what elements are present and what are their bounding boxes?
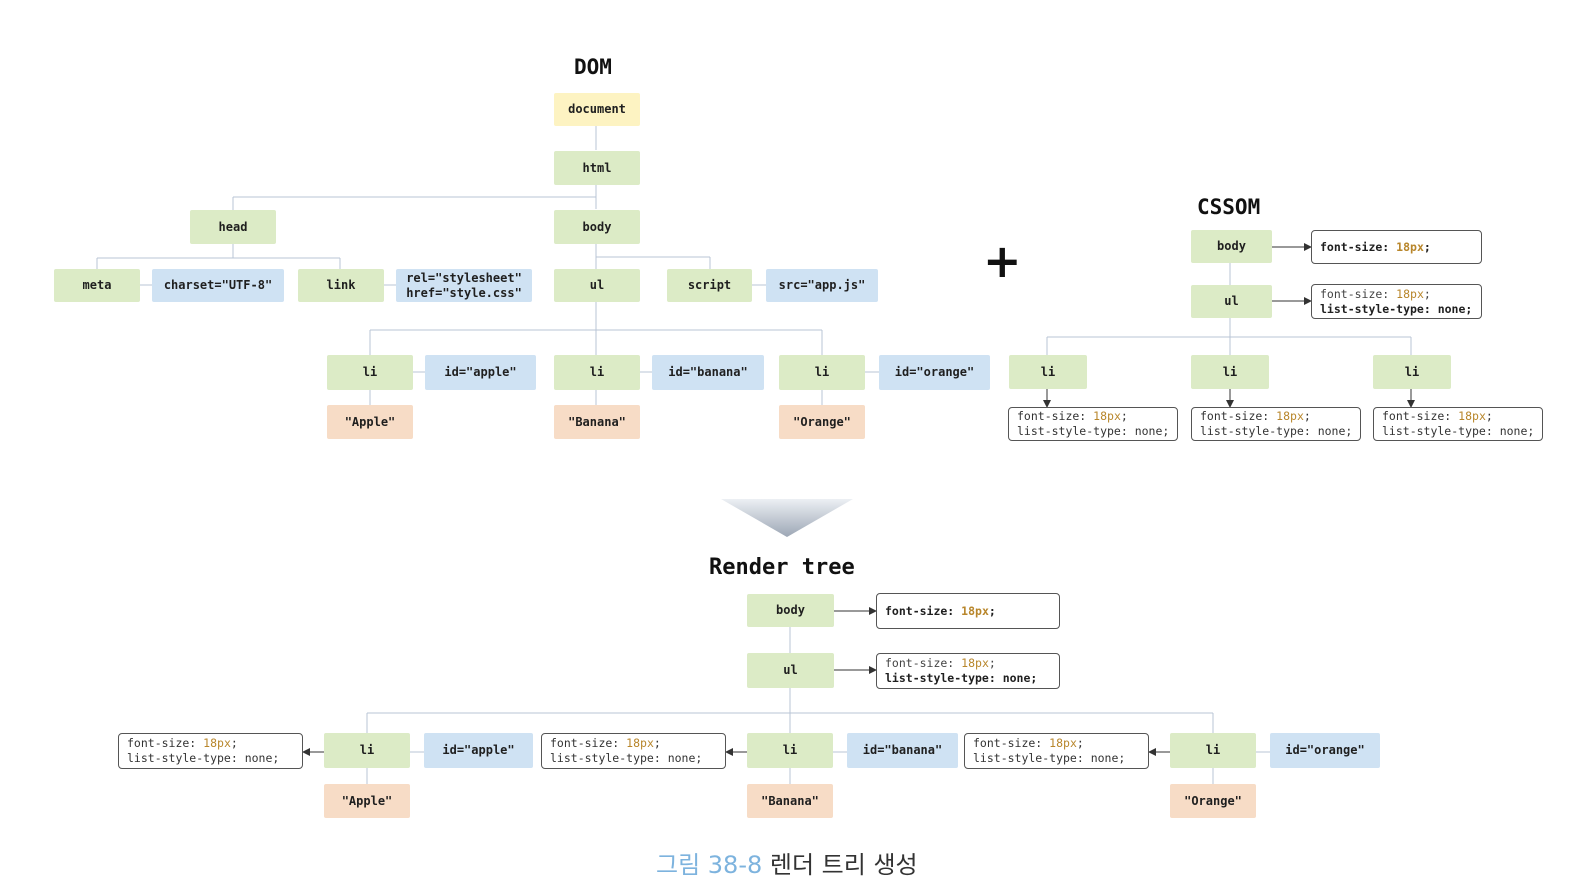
style-value: 18px bbox=[1276, 409, 1304, 423]
style-end: ; bbox=[653, 736, 661, 750]
dom-text-banana: "Banana" bbox=[554, 405, 640, 439]
dom-text-apple: "Apple" bbox=[327, 405, 413, 439]
cssom-style-li-3: font-size: 18px; list-style-type: none; bbox=[1373, 407, 1543, 441]
style-prop: font-size: bbox=[885, 656, 962, 670]
rt-node-ul: ul bbox=[747, 653, 834, 688]
dom-node-li-1: li bbox=[327, 355, 413, 390]
style-prop: font-size: bbox=[1017, 409, 1094, 423]
dom-node-script: script bbox=[667, 269, 752, 302]
dom-node-body: body bbox=[554, 210, 640, 244]
dom-node-head: head bbox=[190, 210, 276, 244]
style-end: ; bbox=[1423, 239, 1431, 254]
style-prop: font-size: bbox=[1320, 286, 1397, 301]
style-prop: font-size: bbox=[550, 736, 627, 750]
style-line-2: list-style-type: none; bbox=[127, 751, 280, 765]
style-line-2: list-style-type: none; bbox=[973, 751, 1126, 765]
rt-text-orange: "Orange" bbox=[1170, 784, 1256, 818]
dom-attr-link: rel="stylesheet" href="style.css" bbox=[396, 269, 532, 302]
style-prop: font-size: bbox=[127, 736, 204, 750]
style-line-2: list-style-type: none; bbox=[1320, 301, 1473, 316]
rt-style-li-3: font-size: 18px; list-style-type: none; bbox=[964, 733, 1149, 769]
dom-node-link: link bbox=[298, 269, 384, 302]
style-end: ; bbox=[1120, 409, 1128, 423]
cssom-node-li-2: li bbox=[1191, 355, 1269, 389]
rt-style-li-2: font-size: 18px; list-style-type: none; bbox=[541, 733, 726, 769]
style-line-2: list-style-type: none; bbox=[550, 751, 703, 765]
style-prop: font-size: bbox=[1200, 409, 1277, 423]
style-end: ; bbox=[1423, 286, 1431, 301]
dom-title: DOM bbox=[574, 55, 612, 79]
dom-attr-li-3: id="orange" bbox=[879, 355, 990, 390]
dom-node-ul: ul bbox=[554, 269, 640, 302]
style-prop: font-size: bbox=[885, 603, 962, 618]
style-end: ; bbox=[1485, 409, 1493, 423]
style-prop: font-size: bbox=[1320, 239, 1397, 254]
style-end: ; bbox=[1076, 736, 1084, 750]
style-end: ; bbox=[988, 656, 996, 670]
style-line-2: list-style-type: none; bbox=[1200, 424, 1353, 438]
style-value: 18px bbox=[1049, 736, 1077, 750]
rt-node-body: body bbox=[747, 594, 834, 627]
rt-node-li-1: li bbox=[324, 733, 410, 768]
figure-caption-text: 렌더 트리 생성 bbox=[762, 851, 918, 879]
render-tree-title: Render tree bbox=[709, 555, 855, 580]
rt-node-li-3: li bbox=[1170, 733, 1256, 768]
dom-node-li-2: li bbox=[554, 355, 640, 390]
style-value: 18px bbox=[626, 736, 654, 750]
style-end: ; bbox=[230, 736, 238, 750]
cssom-style-li-2: font-size: 18px; list-style-type: none; bbox=[1191, 407, 1361, 441]
plus-sign: + bbox=[983, 234, 1022, 288]
style-end: ; bbox=[988, 603, 996, 618]
dom-attr-li-1: id="apple" bbox=[425, 355, 536, 390]
style-value: 18px bbox=[1396, 239, 1424, 254]
dom-node-document: document bbox=[554, 93, 640, 126]
cssom-title: CSSOM bbox=[1197, 195, 1261, 219]
style-value: 18px bbox=[961, 603, 989, 618]
rt-style-li-1: font-size: 18px; list-style-type: none; bbox=[118, 733, 303, 769]
style-value: 18px bbox=[1396, 286, 1424, 301]
rt-attr-li-3: id="orange" bbox=[1270, 733, 1380, 768]
figure-number: 그림 38-8 bbox=[656, 851, 763, 879]
style-value: 18px bbox=[1458, 409, 1486, 423]
dom-attr-charset: charset="UTF-8" bbox=[152, 269, 284, 302]
style-value: 18px bbox=[1093, 409, 1121, 423]
cssom-node-li-3: li bbox=[1373, 355, 1451, 389]
style-prop: font-size: bbox=[1382, 409, 1459, 423]
dom-text-orange: "Orange" bbox=[779, 405, 865, 439]
style-value: 18px bbox=[961, 656, 989, 670]
rt-style-body: font-size: 18px; bbox=[876, 593, 1060, 629]
style-prop: font-size: bbox=[973, 736, 1050, 750]
style-value: 18px bbox=[203, 736, 231, 750]
figure-caption: 그림 38-8 렌더 트리 생성 bbox=[656, 845, 918, 880]
cssom-node-li-1: li bbox=[1009, 355, 1087, 389]
cssom-style-li-1: font-size: 18px; list-style-type: none; bbox=[1008, 407, 1178, 441]
dom-attr-li-2: id="banana" bbox=[652, 355, 764, 390]
down-arrow-shape bbox=[721, 499, 853, 537]
dom-node-meta: meta bbox=[54, 269, 140, 302]
rt-text-banana: "Banana" bbox=[747, 784, 833, 818]
cssom-style-body: font-size: 18px; bbox=[1311, 230, 1482, 264]
rt-node-li-2: li bbox=[747, 733, 833, 768]
style-line-2: list-style-type: none; bbox=[1382, 424, 1535, 438]
dom-node-html: html bbox=[554, 151, 640, 185]
style-line-2: list-style-type: none; bbox=[885, 671, 1038, 685]
rt-attr-li-2: id="banana" bbox=[847, 733, 958, 768]
style-line-2: list-style-type: none; bbox=[1017, 424, 1170, 438]
cssom-node-body: body bbox=[1191, 230, 1272, 263]
cssom-style-ul: font-size: 18px; list-style-type: none; bbox=[1311, 284, 1482, 319]
dom-attr-script: src="app.js" bbox=[766, 269, 878, 302]
rt-style-ul: font-size: 18px; list-style-type: none; bbox=[876, 653, 1060, 689]
rt-text-apple: "Apple" bbox=[324, 784, 410, 818]
dom-node-li-3: li bbox=[779, 355, 865, 390]
rt-attr-li-1: id="apple" bbox=[424, 733, 533, 768]
style-end: ; bbox=[1303, 409, 1311, 423]
cssom-node-ul: ul bbox=[1191, 285, 1272, 318]
